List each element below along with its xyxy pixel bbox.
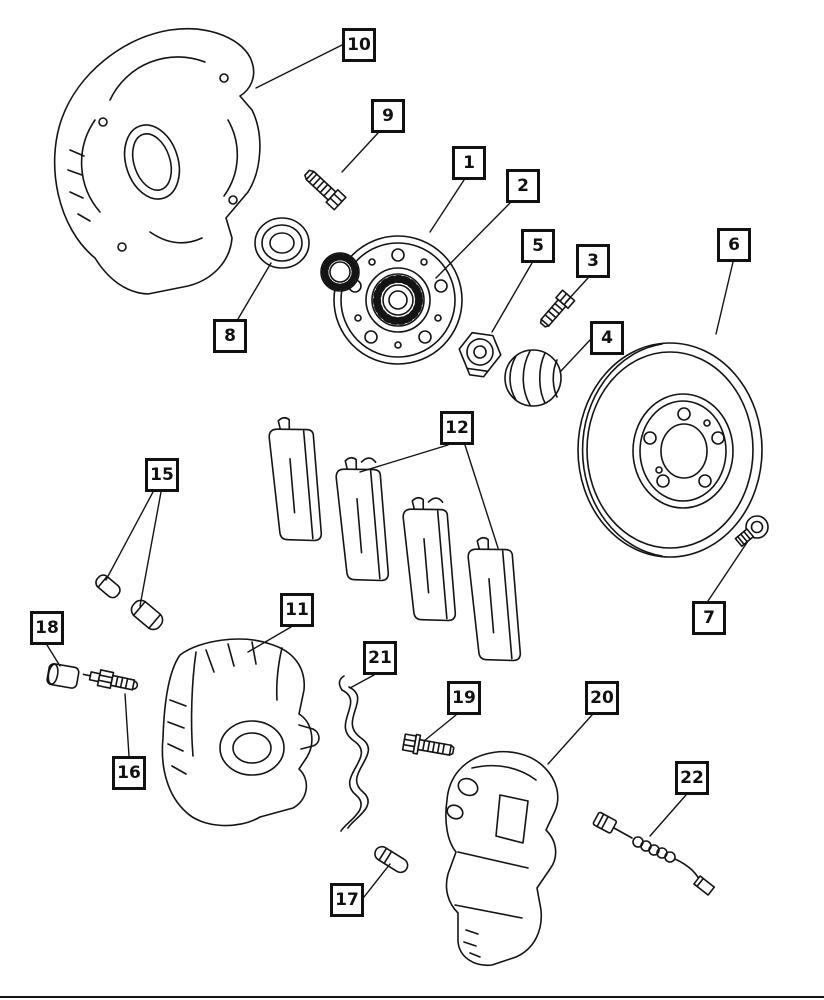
callout-17[interactable]: 17 bbox=[330, 883, 364, 917]
callout-15[interactable]: 15 bbox=[145, 458, 179, 492]
guide-bushing-drawing bbox=[130, 599, 164, 631]
hub-seal-drawing bbox=[254, 217, 310, 269]
callout-1[interactable]: 1 bbox=[452, 146, 486, 180]
wear-sensor-drawing bbox=[592, 811, 716, 896]
caliper-bracket-drawing bbox=[445, 750, 559, 966]
callout-8[interactable]: 8 bbox=[213, 319, 247, 353]
pad-spring-drawing bbox=[338, 675, 369, 832]
callout-7[interactable]: 7 bbox=[692, 601, 726, 635]
brake-caliper-drawing bbox=[161, 638, 320, 827]
callout-6[interactable]: 6 bbox=[717, 228, 751, 262]
callout-20[interactable]: 20 bbox=[585, 681, 619, 715]
brake-pad-3-drawing bbox=[402, 496, 457, 622]
caliper-bolt-drawing bbox=[401, 733, 455, 756]
wheel-hub-bearing-drawing bbox=[320, 235, 463, 365]
splined-collar-drawing bbox=[320, 252, 360, 292]
axle-nut-drawing bbox=[458, 331, 502, 378]
guide-pin-drawing bbox=[95, 574, 121, 599]
callout-2[interactable]: 2 bbox=[506, 169, 540, 203]
callout-10[interactable]: 10 bbox=[342, 28, 376, 62]
brake-pad-4-drawing bbox=[467, 536, 522, 662]
brake-rotor-drawing bbox=[577, 342, 763, 558]
callout-3[interactable]: 3 bbox=[576, 244, 610, 278]
dust-cap-drawing bbox=[46, 662, 80, 689]
callout-9[interactable]: 9 bbox=[371, 99, 405, 133]
brake-pad-2-drawing bbox=[335, 456, 390, 582]
callout-16[interactable]: 16 bbox=[112, 756, 146, 790]
rotor-set-screw-drawing bbox=[734, 515, 769, 548]
slide-pin-drawing bbox=[374, 845, 409, 874]
hub-bolt-drawing bbox=[304, 169, 347, 211]
splash-shield-drawing bbox=[53, 28, 261, 295]
grease-cap-drawing bbox=[504, 349, 562, 407]
callout-19[interactable]: 19 bbox=[447, 681, 481, 715]
bleeder-screw-drawing bbox=[82, 669, 139, 691]
callout-11[interactable]: 11 bbox=[280, 593, 314, 627]
callout-5[interactable]: 5 bbox=[521, 229, 555, 263]
brake-pad-1-drawing bbox=[268, 416, 323, 542]
callout-4[interactable]: 4 bbox=[590, 321, 624, 355]
callout-21[interactable]: 21 bbox=[363, 641, 397, 675]
leader-lines bbox=[46, 44, 749, 898]
callout-18[interactable]: 18 bbox=[30, 611, 64, 645]
callout-22[interactable]: 22 bbox=[675, 761, 709, 795]
callout-12[interactable]: 12 bbox=[440, 411, 474, 445]
guide-bolt-drawing bbox=[539, 289, 576, 328]
